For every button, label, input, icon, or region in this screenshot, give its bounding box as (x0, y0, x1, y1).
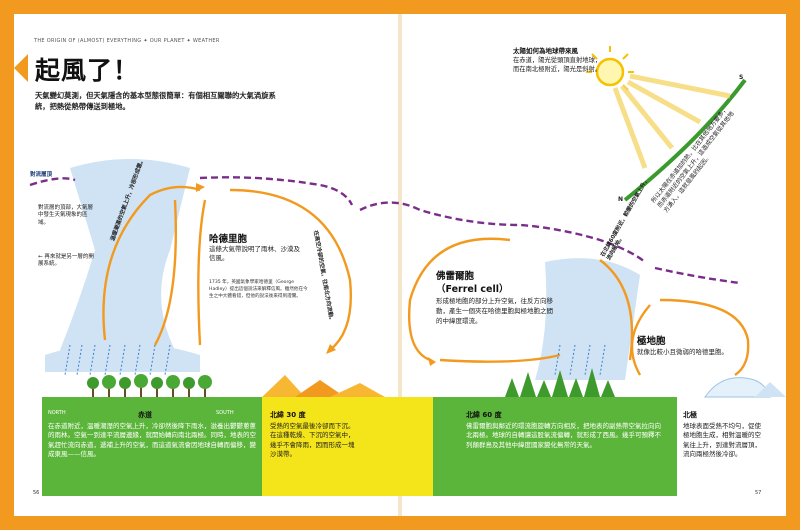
lat60-band (433, 397, 677, 496)
troposphere-top-label: 對流層頂 (30, 172, 53, 178)
ice-mound (755, 382, 786, 397)
rain (64, 344, 606, 376)
ferrel-cloud (535, 258, 640, 380)
desert-dune (330, 383, 385, 397)
polar-cell-title: 極地胞 (637, 336, 666, 347)
lat60-title: 北緯 60 度 (466, 411, 502, 419)
earth-surface (623, 78, 747, 202)
south-label: S (739, 74, 744, 81)
polar-arrows (630, 298, 750, 376)
conifer-trees (505, 368, 615, 397)
south-marker: SOUTH (216, 410, 234, 416)
polar-band (677, 397, 772, 496)
page-number-right: 57 (755, 490, 762, 496)
arrow-head (326, 344, 336, 354)
troposphere-line (29, 176, 741, 285)
sun-heading: 太陽如何為地球帶來風 (513, 47, 578, 55)
page-title: 起風了！ (35, 56, 140, 85)
higher-layer-note: ← 再來就是另一層的開展系統。 (38, 254, 94, 268)
page-gutter (398, 14, 402, 516)
equator-text: 在赤道附近，溫暖潮溼的空氣上升，冷卻然後降下雨水，滋養出鬱鬱蔥蔥的雨林。空氣一到… (48, 422, 256, 459)
hadley-cell-desc: 這條大氣帶說明了雨林、沙漠及信風。 (209, 245, 300, 263)
desert-dune (295, 380, 345, 397)
lat30-title: 北緯 30 度 (270, 411, 306, 419)
lat60-text: 佛雷爾胞與鄰近的環流胞旋轉方向相反，把地表的副熱帶空氣拉向向北兩極。地球的自轉讓… (466, 422, 661, 449)
page-number-left: 56 (33, 490, 40, 496)
hadley-arrows (102, 185, 352, 351)
ferrel-cell-desc: 形成極地胞的部分上升空氣，往反方向移動，產生一個夾在哈德里胞與極地胞之間的中緯度… (436, 297, 553, 325)
polar-title: 北極 (683, 411, 697, 419)
sun-desc: 在赤道，陽光從頭頂直射地球，而在南北極附近，陽光是斜射。 (513, 57, 602, 74)
hadley-cell-note: 1735 年，英國氣象學家哈德里（George Hadley）提出這個說法來解釋… (209, 280, 308, 299)
ferrel-cell-name: 佛雷爾胞 (436, 271, 475, 282)
polar-cell-desc: 就像比較小且微弱的哈德里胞。 (637, 348, 728, 356)
breadcrumb: THE ORIGIN OF (ALMOST) EVERYTHING ✦ OUR … (34, 38, 220, 44)
sun-icon (595, 57, 625, 87)
hadley-cell-title: 哈德里胞 (209, 234, 248, 245)
corner-marker (14, 54, 28, 82)
equator-title: 赤道 (138, 411, 152, 419)
desert-dune (262, 375, 305, 397)
lat30-text: 受熱的空氣最後冷卻而下沉。在這種乾燥、下沉的空氣中，幾乎不會降雨，因而形成一塊沙… (270, 422, 355, 459)
north-marker: NORTH (48, 410, 66, 416)
hadley-cloud (60, 159, 190, 360)
lat30-band (262, 397, 433, 496)
equator-band (42, 397, 262, 496)
ferrel-cell-name-en: （Ferrel cell） (436, 283, 509, 295)
arrow-head (196, 183, 205, 192)
arrow-head (428, 357, 436, 366)
troposphere-note: 對流層的頂部，大氣層中發生天氣現象的區域。 (38, 205, 94, 226)
north-label: N (618, 196, 624, 203)
ferrel-cell-title: 佛雷爾胞 （Ferrel cell） (436, 271, 509, 297)
sun-diagram (586, 46, 747, 202)
intro-text: 天氣變幻莫測，但天氣隱含的基本型態很簡單：有個相互關聯的大氣渦旋系統，把熱從熱帶… (35, 91, 276, 111)
polar-text: 地球表面受熱不均勻，促使極地胞生成，相對溫暖的空氣往上升，到達對流層頂，流向兩極… (683, 422, 761, 459)
rainforest-trees (87, 374, 212, 397)
